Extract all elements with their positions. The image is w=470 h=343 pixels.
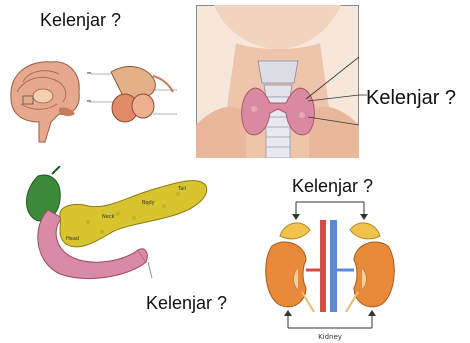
label-pancreas: Kelenjar ? <box>146 293 227 314</box>
brain-pituitary-illustration <box>3 52 179 144</box>
label-thyroid: Kelenjar ? <box>366 87 456 110</box>
pituitary-icon <box>87 67 177 122</box>
pancreas-label-tail: Tail <box>177 186 186 192</box>
pancreas-illustration: Head Neck Body Tail <box>18 166 218 284</box>
label-top-left: Kelenjar ? <box>40 10 121 31</box>
pancreas-label-body: Body <box>142 200 155 206</box>
kidney-caption: Kidney <box>318 333 342 341</box>
gallbladder-icon <box>27 166 61 221</box>
thyroid-illustration <box>196 5 359 158</box>
brain-icon <box>11 62 79 142</box>
pancreas-label-head: Head <box>66 236 79 242</box>
pancreas-label-neck: Neck <box>102 214 115 220</box>
kidney-adrenal-illustration: Kidney <box>258 194 398 342</box>
